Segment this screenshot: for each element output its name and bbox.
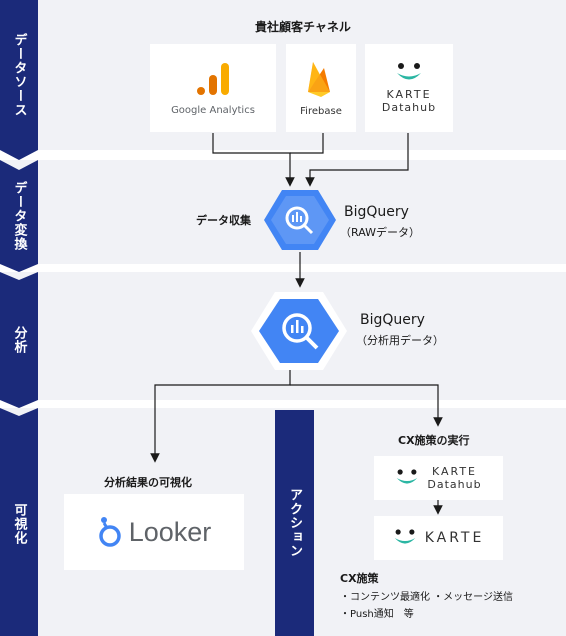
karte-datahub-source-label2: Datahub (381, 101, 437, 114)
bigquery-raw-sub: （RAWデータ） (340, 226, 420, 239)
bigquery-raw-name: BigQuery (344, 204, 409, 220)
karte-smile-icon-3 (394, 529, 415, 544)
karte-datahub-source-label1: KARTE (386, 88, 432, 101)
cx-line2: ・Push通知 等 (340, 609, 414, 620)
karte-smile-icon-2 (397, 469, 418, 484)
firebase-icon (308, 61, 330, 97)
transform-step-label: データ収集 (196, 214, 251, 227)
visualize-title: 分析結果の可視化 (104, 476, 192, 489)
karte-datahub-action-label2: Datahub (427, 478, 482, 491)
stage-label-data-source: データソース (11, 33, 27, 117)
karte-datahub-action-label1: KARTE (431, 465, 478, 478)
karte-datahub-action-card: KARTE Datahub (374, 456, 503, 500)
looker-label: Looker (128, 516, 212, 547)
karte-datahub-source-card: KARTE Datahub (365, 44, 453, 132)
karte-action-card: KARTE (374, 516, 503, 560)
bigquery-analysis-name: BigQuery (360, 312, 425, 328)
bigquery-analysis-sub: （分析用データ） (356, 334, 444, 347)
google-analytics-card: Google Analytics (150, 44, 276, 132)
firebase-card: Firebase (286, 44, 356, 132)
band-data-source (0, 0, 566, 150)
cx-line1: ・コンテンツ最適化 ・メッセージ送信 (340, 592, 513, 603)
stage-label-data-transform: データ変換 (11, 181, 27, 251)
karte-action-label: KARTE (424, 530, 485, 546)
looker-icon (98, 517, 121, 547)
google-analytics-label: Google Analytics (171, 104, 255, 116)
stage-label-analysis: 分析 (11, 326, 27, 354)
sources-title: 貴社顧客チャネル (255, 20, 351, 34)
looker-card: Looker (64, 494, 244, 570)
karte-smile-icon (397, 63, 421, 80)
action-label: アクション (287, 488, 302, 558)
firebase-label: Firebase (300, 105, 342, 117)
stage-label-visualize: 可視化 (11, 503, 27, 545)
action-bar (275, 410, 314, 636)
google-analytics-icon (197, 62, 229, 95)
cx-title: CX施策 (340, 572, 379, 585)
action-title: CX施策の実行 (398, 434, 470, 447)
